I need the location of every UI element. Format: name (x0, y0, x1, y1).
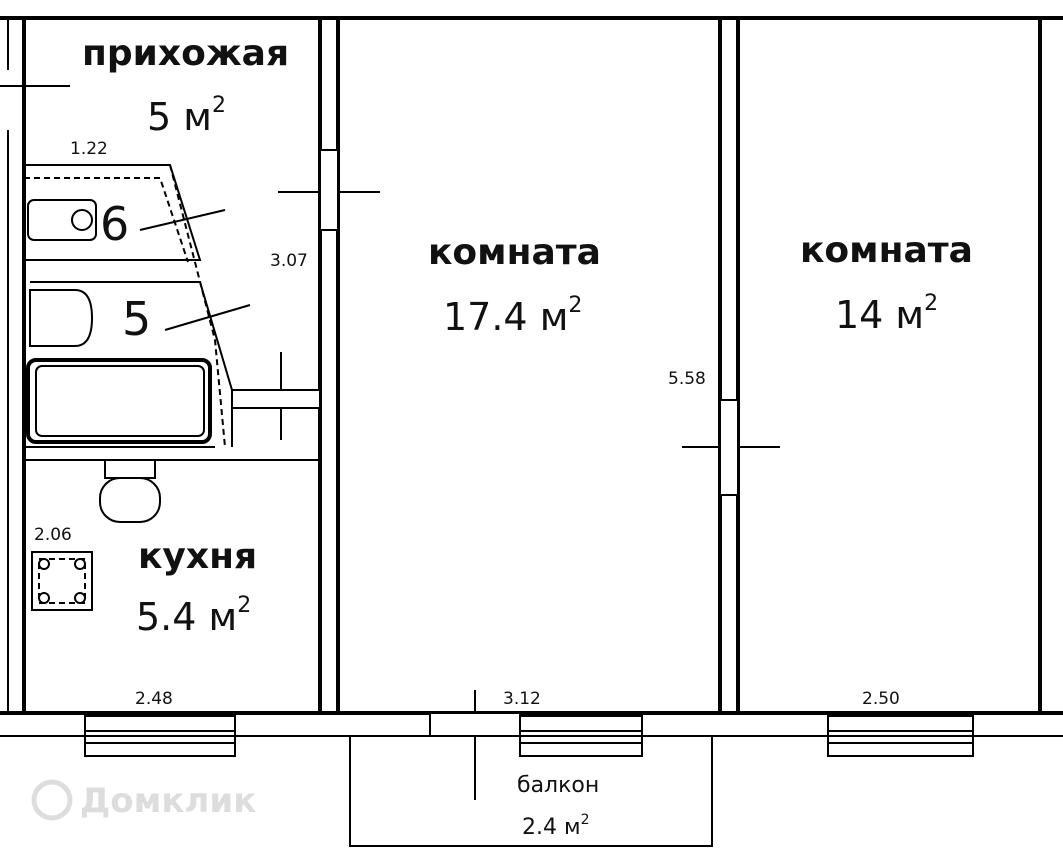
dim-room1-width: 3.12 (503, 689, 541, 709)
room2-area: 14 м (835, 293, 924, 337)
balcony-name: балкон (517, 773, 599, 798)
dim-hall-width: 1.22 (70, 139, 108, 159)
hallway-area-sup: 2 (212, 93, 226, 118)
watermark-text: Домклик (80, 781, 256, 821)
kitchen-area-sup: 2 (237, 593, 251, 618)
balcony: балкон 2.4 м2 (349, 690, 713, 847)
meter-number-6: 6 (100, 197, 129, 251)
dim-room2-width: 2.50 (862, 689, 900, 709)
dim-bath-depth: 3.07 (270, 251, 308, 271)
watermark: Домклик (31, 779, 256, 821)
svg-text:5.4 м2: 5.4 м2 (136, 593, 251, 639)
kitchen-area: 5.4 м (136, 595, 237, 639)
svg-text:5 м2: 5 м2 (147, 93, 226, 139)
balcony-area: 2.4 м (522, 815, 581, 840)
balcony-area-sup: 2 (581, 812, 590, 828)
bathroom-fixtures (24, 164, 251, 523)
room1-name: комната (428, 232, 601, 273)
svg-text:14 м2: 14 м2 (835, 291, 938, 337)
dim-kitchen-width: 2.48 (135, 689, 173, 709)
room1-area: 17.4 м (443, 295, 568, 339)
svg-text:17.4 м2: 17.4 м2 (443, 293, 582, 339)
dim-kitchen-side: 2.06 (34, 525, 72, 545)
dim-room-depth: 5.58 (668, 369, 706, 389)
domclick-logo-icon (31, 779, 73, 821)
hallway-area: 5 м (147, 95, 212, 139)
hallway-name: прихожая (82, 33, 289, 74)
kitchen-name: кухня (138, 536, 257, 577)
room1-area-sup: 2 (568, 293, 582, 318)
svg-text:2.4 м2: 2.4 м2 (522, 812, 590, 840)
stove-icon (31, 551, 93, 611)
room2-area-sup: 2 (924, 291, 938, 316)
doors (231, 149, 780, 496)
walls (0, 16, 1063, 737)
meter-number-5: 5 (122, 292, 151, 346)
room2-name: комната (800, 230, 973, 271)
